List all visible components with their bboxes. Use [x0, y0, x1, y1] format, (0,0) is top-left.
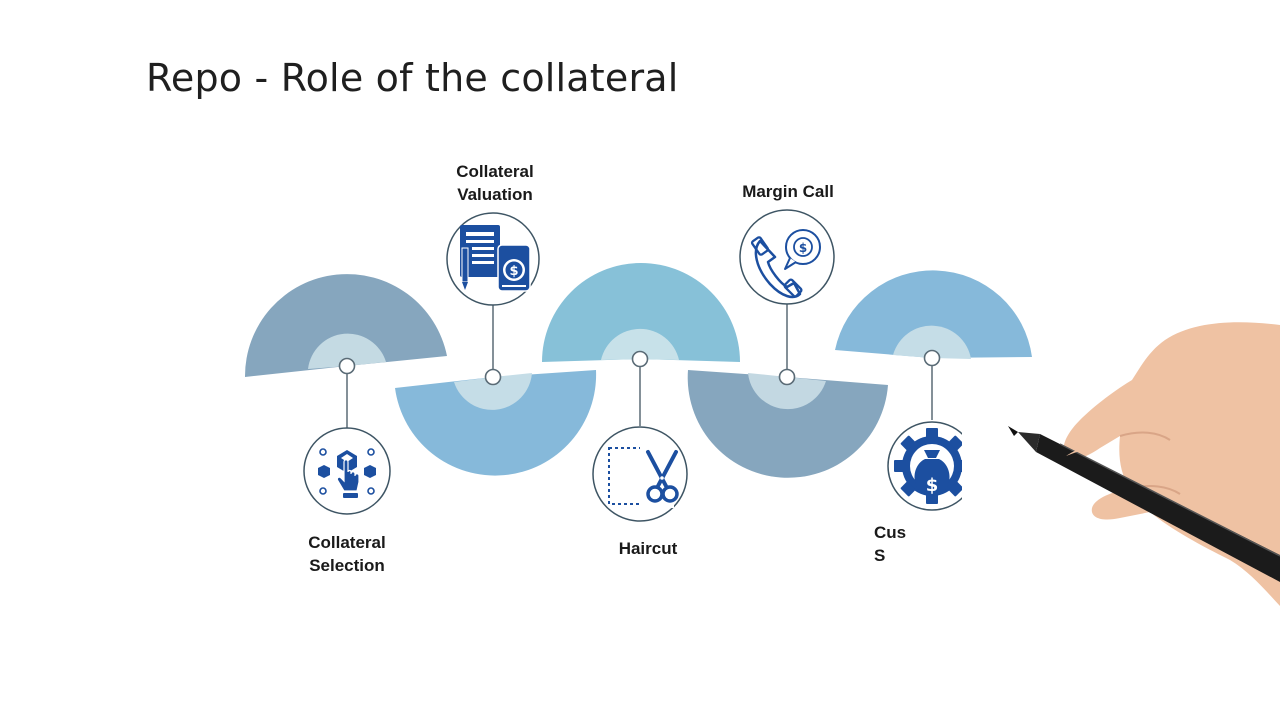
step-1-fan — [244, 274, 447, 377]
step-4-fan — [687, 370, 888, 478]
step-2-fan — [395, 370, 597, 476]
step-3-label: Haircut — [618, 539, 678, 558]
connectors — [346, 303, 933, 428]
step-5-fan — [835, 270, 1032, 359]
hub-dots — [338, 349, 941, 386]
scissors-cut-icon — [608, 444, 679, 508]
step-3-fan — [542, 263, 740, 362]
svg-text:$: $ — [926, 475, 939, 496]
svg-text:$: $ — [509, 264, 518, 279]
step-1-label: Collateral Selection — [308, 533, 386, 575]
document-valuation-icon: $ — [460, 225, 531, 292]
phone-dollar-icon: $ — [750, 229, 821, 299]
drawing-hand-illustration — [1008, 322, 1280, 606]
svg-text:$: $ — [799, 241, 807, 255]
page-title: Repo - Role of the collateral — [146, 56, 679, 100]
gear-money-bag-icon: $ — [894, 420, 1002, 520]
step-2-label: Collateral Valuation — [456, 162, 534, 204]
step-5-label: Cus S — [874, 523, 907, 565]
touch-cube-selection-icon — [318, 448, 376, 498]
step-4-label: Margin Call — [742, 182, 834, 201]
